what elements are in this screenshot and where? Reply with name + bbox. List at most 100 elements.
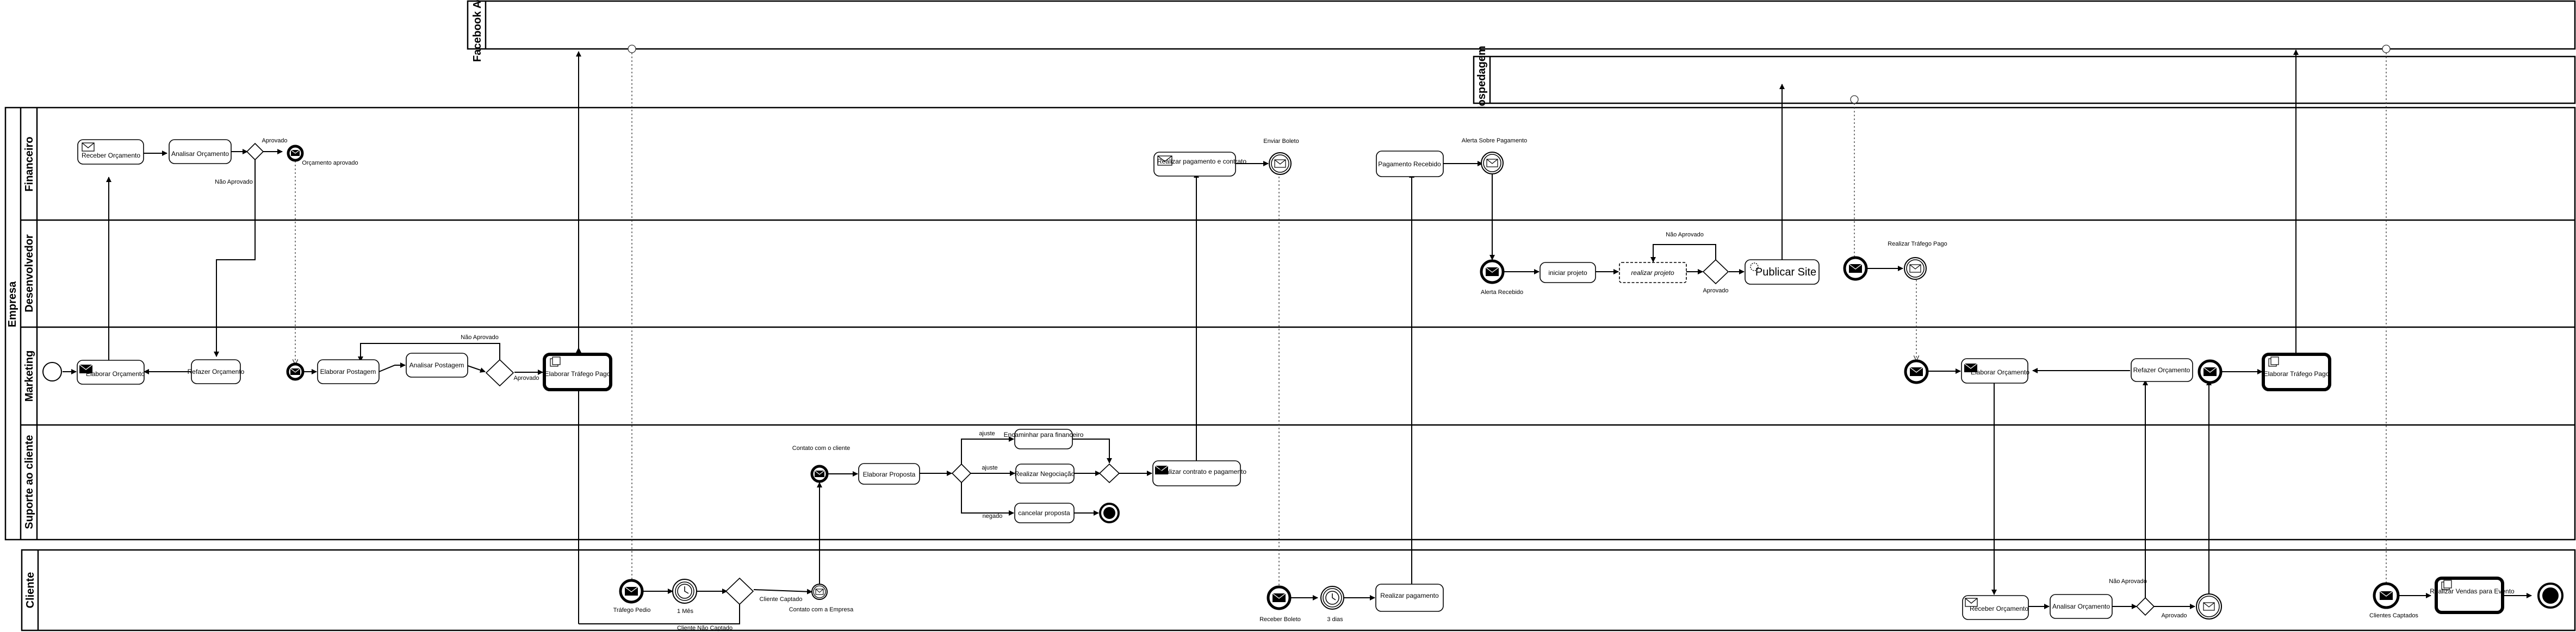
event-timer-3-dias <box>1320 586 1344 610</box>
subprocess-realizar-vendas[interactable]: Realizar Vendas para Evento <box>2430 577 2515 614</box>
task-analisar-orcamento-label: Analisar Orçamento <box>171 150 229 158</box>
task-analisar-postagem-label: Analisar Postagem <box>409 361 464 369</box>
task-elaborar-postagem[interactable]: Elaborar Postagem <box>317 359 380 384</box>
label-trafego-pedido: Tráfego Pedio <box>613 607 651 614</box>
event-end-cancelado <box>1099 503 1120 523</box>
subprocess-elaborar-trafego-pago-2[interactable]: Elaborar Tráfego Pago <box>2262 353 2331 391</box>
task-iniciar-projeto[interactable]: iniciar projeto <box>1540 262 1596 283</box>
task-realizar-contrato-label: Realizar contrato e pagamento <box>1157 468 1246 475</box>
label-alerta-recebido: Alerta Recebido <box>1481 289 1523 296</box>
event-catch-orcamento-aprovado <box>286 362 305 381</box>
pool-hospedagem-title: Hospedagem <box>1476 46 1488 114</box>
label-enviar-boleto: Enviar Boleto <box>1263 138 1299 145</box>
label-aprovado-2: Aprovado <box>513 375 539 381</box>
task-receber-orcamento-label: Receber Orçamento <box>82 152 140 159</box>
task-elaborar-proposta-label: Elaborar Proposta <box>863 471 916 478</box>
task-analisar-orcamento-2-label: Analisar Orçamento <box>2052 603 2110 610</box>
label-nao-aprovado-3: Não Aprovado <box>1666 231 1704 238</box>
sequence-flows <box>63 49 2532 624</box>
label-contato-empresa: Contato com a Empresa <box>789 606 854 613</box>
task-refazer-orcamento-2[interactable]: Refazer Orçamento <box>2131 358 2193 382</box>
gateway-cliente-captado <box>725 577 754 605</box>
task-refazer-orcamento[interactable]: Refazer Orçamento <box>188 359 245 384</box>
event-realizar-trafego-pago <box>1904 257 1927 280</box>
event-trafego-pedido <box>619 579 644 604</box>
lane-desenvolvedor-title: Desenvolvedor <box>23 234 35 312</box>
pool-hospedagem: Hospedagem <box>1473 46 2576 114</box>
task-cancelar-proposta[interactable]: cancelar proposta <box>1014 503 1075 523</box>
gateway-aprovacao-postagem <box>485 359 514 387</box>
task-receber-orcamento-2[interactable]: Receber Orçamento <box>1962 595 2029 620</box>
event-throw-aprovado <box>2196 593 2222 620</box>
task-realizar-pagamento-label: Realizar pagamento <box>1380 592 1439 599</box>
task-cancelar-proposta-label: cancelar proposta <box>1018 509 1070 517</box>
pool-empresa: Empresa Financeiro Desenvolvedor Marketi… <box>4 107 2576 541</box>
task-receber-orcamento[interactable]: Receber Orçamento <box>77 139 144 165</box>
event-enviar-boleto <box>1269 152 1292 175</box>
task-analisar-orcamento[interactable]: Analisar Orçamento <box>169 139 232 164</box>
task-analisar-orcamento-2[interactable]: Analisar Orçamento <box>2050 594 2113 619</box>
task-receber-orcamento-2-label: Receber Orçamento <box>1970 605 2028 612</box>
label-nao-aprovado-2: Não Aprovado <box>461 334 499 341</box>
task-pagamento-recebido[interactable]: Pagamento Recebido <box>1376 151 1444 177</box>
label-realizar-trafego: Realizar Tráfego Pago <box>1888 241 1947 247</box>
pool-empresa-title: Empresa <box>7 281 18 327</box>
subprocess-elaborar-trafego-pago[interactable]: Elaborar Tráfego Pago <box>543 353 612 391</box>
label-cliente-nao-captado: Cliente Não Captado <box>677 625 733 631</box>
label-negado: negado <box>983 513 1003 520</box>
event-catch-trafego <box>1904 359 1929 384</box>
label-ajuste-1: ajuste <box>979 430 995 437</box>
event-contato-cliente <box>810 465 829 483</box>
label-aprovado-3: Aprovado <box>1703 287 1728 294</box>
event-alerta-recebido <box>1480 259 1505 284</box>
pool-facebook-ads: Facebook Ads <box>467 0 2576 62</box>
task-realizar-negociacao-label: Realizar Negociação <box>1015 470 1075 478</box>
label-orcamento-aprovado: Orçamento aprovado <box>302 160 358 166</box>
task-refazer-orcamento-label: Refazer Orçamento <box>188 368 245 376</box>
task-realizar-pagamento-contrato[interactable]: Realizar pagamento e contrato <box>1153 152 1246 177</box>
pool-cliente: Cliente <box>21 549 2576 631</box>
gateway-aprovacao-projeto <box>1702 259 1729 285</box>
event-orcamento-aprovado <box>287 145 304 162</box>
task-encaminhar-financeiro[interactable]: Encaminhar para financeiro <box>1004 429 1084 449</box>
label-um-mes: 1 Mês <box>677 608 693 615</box>
task-realizar-contrato[interactable]: Realizar contrato e pagamento <box>1152 460 1246 486</box>
task-publicar-site[interactable]: Publicar Site <box>1745 259 1820 285</box>
event-start-marketing <box>42 362 62 381</box>
gateway-proposta <box>951 463 972 484</box>
task-pagamento-recebido-label: Pagamento Recebido <box>1378 160 1441 168</box>
gear-icon <box>1750 262 1759 271</box>
label-aprovado-4: Aprovado <box>2161 612 2187 619</box>
label-aprovado-1: Aprovado <box>262 137 287 144</box>
task-iniciar-projeto-label: iniciar projeto <box>1548 269 1587 277</box>
subprocess-realizar-vendas-label: Realizar Vendas para Evento <box>2430 587 2515 595</box>
label-contato-cliente: Contato com o cliente <box>792 445 850 452</box>
task-elaborar-orcamento[interactable]: Elaborar Orçamento <box>77 360 145 385</box>
label-nao-aprovado-4: Não Aprovado <box>2109 578 2147 585</box>
task-elaborar-postagem-label: Elaborar Postagem <box>320 368 376 376</box>
task-realizar-negociacao[interactable]: Realizar Negociação <box>1015 464 1075 484</box>
lane-financeiro-title: Financeiro <box>23 136 35 191</box>
task-analisar-postagem[interactable]: Analisar Postagem <box>406 353 468 378</box>
event-end-vendas <box>2537 583 2563 609</box>
task-realizar-projeto[interactable]: realizar projeto <box>1619 262 1687 283</box>
task-realizar-projeto-label: realizar projeto <box>1631 269 1674 277</box>
label-receber-boleto: Receber Boleto <box>1259 616 1301 623</box>
event-catch-aprovado <box>2198 359 2223 384</box>
gateway-aprovacao-orcamento <box>246 142 264 161</box>
event-receber-boleto <box>1267 585 1292 610</box>
task-elaborar-orcamento-2-label: Elaborar Orçamento <box>1971 368 2029 376</box>
event-clientes-captados <box>2373 582 2400 609</box>
gateway-merge-proposta <box>1098 463 1120 484</box>
event-contato-empresa <box>811 584 828 600</box>
label-ajuste-2: ajuste <box>982 465 997 471</box>
lane-suporte-title: Suporte ao cliente <box>23 435 35 529</box>
label-nao-aprovado-1: Não Aprovado <box>215 179 253 185</box>
event-realizar-trafego-start <box>1843 256 1868 281</box>
task-realizar-pagamento[interactable]: Realizar pagamento <box>1375 584 1444 612</box>
label-alerta-pagamento: Alerta Sobre Pagamento <box>1462 137 1527 144</box>
task-elaborar-orcamento-2[interactable]: Elaborar Orçamento <box>1961 358 2029 384</box>
task-refazer-orcamento-2-label: Refazer Orçamento <box>2133 366 2190 374</box>
task-elaborar-proposta[interactable]: Elaborar Proposta <box>858 463 920 485</box>
